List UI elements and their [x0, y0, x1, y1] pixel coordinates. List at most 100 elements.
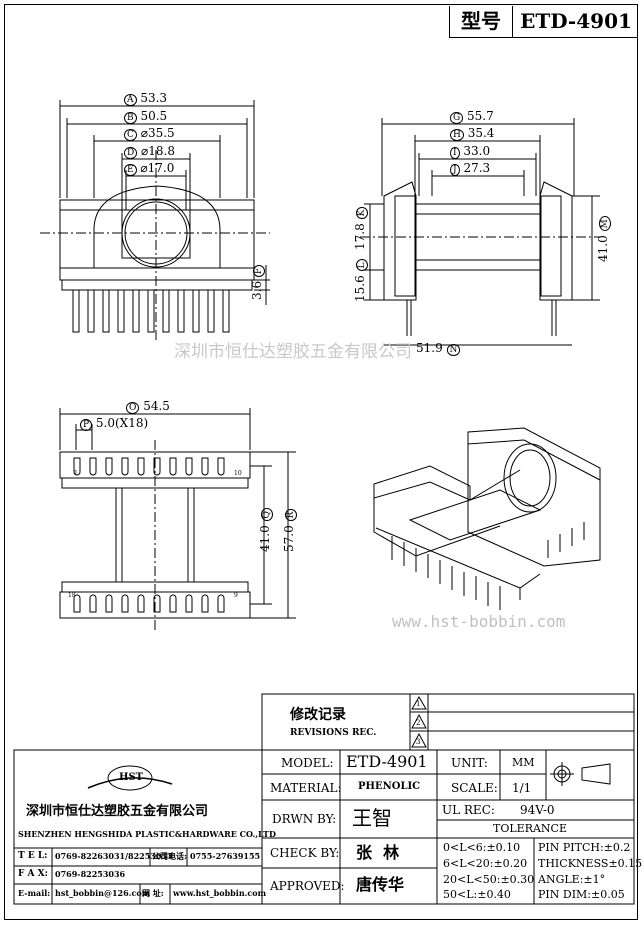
company-name-en: SHENZHEN HENGSHIDA PLASTIC&HARDWARE CO.,…: [18, 829, 276, 839]
dim-d-label: D ⌀18.8: [124, 144, 175, 159]
dim-r-label: 57.0 R: [282, 508, 297, 552]
front-view-pins: [72, 289, 230, 333]
dim-k-value: 17.8: [353, 223, 367, 250]
dim-h-letter: H: [450, 129, 464, 141]
front-view: [40, 100, 270, 340]
dim-l-letter: L: [356, 259, 368, 272]
approved-value: 唐传华: [356, 875, 405, 894]
dim-e-letter: E: [124, 164, 137, 176]
unit-value: MM: [512, 756, 535, 769]
model-title-value: ETD-4901: [520, 9, 632, 33]
angle-tolerance: ANGLE:±1°: [538, 873, 606, 886]
dim-j-letter: J: [450, 164, 460, 176]
dim-p-value: 5.0(X18): [95, 416, 149, 430]
isometric-view: [373, 427, 601, 610]
dim-l-label: 15.6 L: [353, 259, 368, 302]
bottom-view-pins-top: [73, 457, 225, 476]
dim-m-value: 41.0: [596, 235, 610, 262]
dim-h-label: H 35.4: [450, 126, 495, 141]
revision-mark-1: 1: [416, 700, 421, 708]
fax-label: F A X:: [18, 869, 48, 879]
unit-label: UNIT:: [451, 756, 488, 770]
dim-c-letter: C: [124, 129, 137, 141]
dim-o-letter: O: [126, 402, 140, 414]
scale-label: SCALE:: [451, 781, 498, 795]
revision-mark-2: 2: [416, 719, 421, 727]
pin-number-top-left: 1: [74, 470, 78, 477]
tolerance-row-1: 0<L<6:±0.10: [443, 841, 521, 854]
side-view: [360, 118, 600, 346]
tel-value: 0769-82263031/82253033: [55, 851, 173, 861]
dim-g-value: 55.7: [467, 109, 494, 123]
pin-number-bottom-left: 18: [68, 592, 76, 599]
dim-q-value: 41.0: [258, 525, 272, 552]
web-value: www.hst_bobbin.com: [173, 888, 267, 898]
watermark-url: www.hst-bobbin.com: [392, 612, 566, 631]
dim-f-label: 3.6 F: [250, 264, 265, 300]
drawn-label: DRWN BY:: [272, 812, 337, 826]
dim-q-label: 41.0 Q: [258, 508, 273, 552]
approved-label: APPROVED:: [270, 879, 345, 893]
dim-q-letter: Q: [261, 508, 273, 522]
pin-dim-tolerance: PIN DIM:±0.05: [538, 888, 625, 901]
dim-c-value: ⌀35.5: [140, 126, 175, 140]
dim-a-letter: A: [124, 94, 137, 106]
model-value: ETD-4901: [346, 752, 428, 771]
drawn-value: 王智: [352, 806, 392, 830]
dim-n-letter: N: [446, 344, 461, 356]
tel2-label: 公司电话:: [152, 851, 187, 861]
dim-c-label: C ⌀35.5: [124, 126, 175, 141]
dim-m-label: 41.0 M: [596, 216, 611, 262]
pin-pitch-tolerance: PIN PITCH:±0.2: [538, 841, 631, 854]
tolerance-row-4: 50<L:±0.40: [443, 888, 511, 901]
drawing-frame: [4, 4, 638, 920]
pin-number-top-right: 10: [234, 470, 242, 477]
dim-i-label: I 33.0: [450, 144, 491, 159]
revisions-subtitle: REVISIONS REC.: [290, 728, 377, 738]
model-title-block: 型号 ETD-4901: [449, 6, 638, 38]
isometric-pins: [391, 522, 585, 610]
company-name-cn: 深圳市恒仕达塑胶五金有限公司: [26, 804, 209, 819]
material-value: PHENOLIC: [358, 781, 421, 792]
dim-k-label: 17.8 K: [353, 206, 368, 250]
dim-f-letter: F: [253, 264, 265, 278]
dim-e-label: E ⌀17.0: [124, 161, 175, 176]
dim-f-value: 3.6: [250, 280, 264, 300]
dim-e-value: ⌀17.0: [140, 161, 175, 175]
bottom-view-pins-bottom: [73, 594, 225, 613]
dim-g-letter: G: [450, 112, 464, 124]
dim-o-label: O 54.5: [126, 399, 170, 414]
dim-d-letter: D: [124, 147, 138, 159]
dim-i-value: 33.0: [463, 144, 491, 158]
watermark-company: 深圳市恒仕达塑胶五金有限公司: [174, 342, 412, 362]
thickness-tolerance: THICKNESS±0.15: [538, 857, 643, 870]
model-title-label: 型号: [450, 6, 513, 37]
dim-p-label: P 5.0(X18): [80, 416, 149, 431]
tel2-value: 0755-27639155: [190, 851, 261, 861]
ul-value: 94V-0: [520, 803, 555, 817]
dim-n-value: 51.9: [416, 341, 443, 355]
dim-j-value: 27.3: [463, 161, 491, 175]
tel-label: T E L:: [18, 851, 48, 861]
company-logo: HST: [119, 772, 144, 783]
scale-value: 1/1: [512, 781, 532, 795]
dim-b-value: 50.5: [140, 109, 168, 123]
dim-r-letter: R: [285, 508, 297, 522]
dim-g-label: G 55.7: [450, 109, 494, 124]
email-label: E-mail:: [18, 888, 51, 898]
dim-b-label: B 50.5: [124, 109, 168, 124]
dim-h-value: 35.4: [467, 126, 495, 140]
tolerance-row-2: 6<L<20:±0.20: [443, 857, 528, 870]
check-value: 张 林: [356, 843, 400, 862]
check-label: CHECK BY:: [270, 846, 340, 860]
dim-p-letter: P: [80, 419, 93, 431]
tolerance-row-3: 20<L<50:±0.30: [443, 873, 535, 886]
dim-o-value: 54.5: [143, 399, 170, 413]
dim-a-label: A 53.3: [124, 91, 167, 106]
revisions-title: 修改记录: [290, 707, 346, 723]
tolerance-label: TOLERANCE: [493, 822, 567, 835]
dim-l-value: 15.6: [353, 275, 367, 302]
model-label: MODEL:: [281, 756, 334, 770]
dim-r-value: 57.0: [282, 525, 296, 552]
